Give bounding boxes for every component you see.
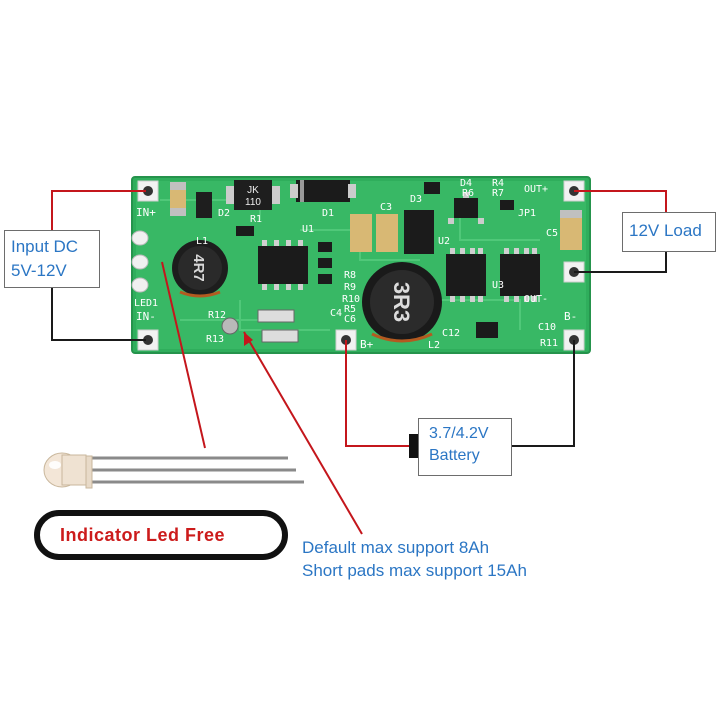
input-dc-label: Input DC 5V-12V: [4, 230, 100, 288]
input-dc-line2: 5V-12V: [11, 261, 67, 280]
capacity-note-line1: Default max support 8Ah: [302, 538, 490, 557]
wire-out-negative: [574, 250, 667, 273]
silk-c10: C10: [538, 322, 556, 333]
inductor-l1: 4R7: [172, 240, 228, 298]
silk-u2: U2: [438, 236, 450, 247]
wire-out-positive: [574, 190, 667, 212]
smd-parts: [170, 182, 582, 343]
capacity-note: Default max support 8Ah Short pads max s…: [302, 536, 527, 582]
silk-d3: D3: [410, 194, 422, 205]
silk-c5: C5: [546, 228, 558, 239]
led-pads: [131, 230, 149, 293]
pad-in-plus: [137, 180, 159, 202]
ic-u2: [446, 248, 486, 302]
silk-b-plus: B+: [360, 338, 374, 351]
silk-r11: R11: [540, 338, 558, 349]
silk-r12: R12: [208, 310, 226, 321]
silk-out-minus: OUT-: [524, 294, 548, 305]
silk-r8: R8: [344, 270, 356, 281]
inductor-small-marking: 4R7: [190, 254, 207, 282]
diode-d1: [290, 180, 356, 202]
silk-in-minus: IN-: [136, 310, 156, 323]
silk-r1: R1: [250, 214, 262, 225]
input-dc-line1: Input DC: [11, 237, 79, 256]
wires: [51, 190, 667, 535]
arrow-pads-head: [244, 332, 253, 346]
ic-u3: [500, 248, 540, 302]
load-label: 12V Load: [622, 212, 716, 252]
silk-out-plus: OUT+: [524, 184, 548, 195]
wire-battery-negative: [510, 340, 575, 447]
silk-jp1: JP1: [518, 208, 536, 219]
ic-u1: [258, 240, 308, 290]
pcb-board: 4R7 3R3 JK 110: [131, 176, 591, 354]
silk-u1: U1: [302, 224, 314, 235]
inductor-large-marking: 3R3: [389, 282, 414, 322]
silk-r9: R9: [344, 282, 356, 293]
silk-led1: LED1: [134, 298, 158, 309]
silk-l2: L2: [428, 340, 440, 351]
silk-r6: R6: [462, 188, 474, 199]
silk-u3: U3: [492, 280, 504, 291]
battery-label: 3.7/4.2V Battery: [418, 418, 512, 476]
capacity-note-line2: Short pads max support 15Ah: [302, 561, 527, 580]
silk-r13: R13: [206, 334, 224, 345]
wire-input-negative: [51, 287, 146, 341]
silkscreen: IN+ IN- LED1 L1 R1 D2 D1 U1 R12 R13 R8 R…: [134, 178, 577, 351]
battery-line2: Battery: [429, 447, 480, 464]
silk-c4: C4: [330, 308, 342, 319]
load-text: 12V Load: [629, 221, 702, 240]
silk-c12: C12: [442, 328, 460, 339]
wire-battery-positive: [345, 340, 409, 447]
wire-input-positive: [51, 190, 146, 230]
indicator-led-text: Indicator Led Free: [60, 525, 226, 545]
silk-c3: C3: [380, 202, 392, 213]
silk-l1: L1: [196, 236, 208, 247]
silk-d2: D2: [218, 208, 230, 219]
transistor-q1: [448, 192, 484, 224]
arrow-led-line: [161, 261, 206, 449]
inductor-l2: 3R3: [362, 262, 442, 343]
silk-d1: D1: [322, 208, 334, 219]
indicator-led: [43, 452, 304, 489]
silk-c6: C6: [344, 314, 356, 325]
silk-r5: R5: [344, 304, 356, 315]
silk-r4: R4: [492, 178, 504, 189]
silk-d4: D4: [460, 178, 472, 189]
battery-terminal-icon: [409, 434, 418, 458]
battery-line1: 3.7/4.2V: [429, 425, 489, 442]
diode-jk110: JK 110: [226, 180, 280, 210]
silk-r10: R10: [342, 294, 360, 305]
diode-top-line1: JK: [247, 185, 259, 196]
diode-top-line2: 110: [245, 197, 261, 208]
silk-b-minus: B-: [564, 310, 577, 323]
indicator-led-badge: Indicator Led Free: [34, 510, 288, 560]
silk-in-plus: IN+: [136, 206, 156, 219]
silk-r7: R7: [492, 188, 504, 199]
arrow-pads-line: [243, 331, 363, 535]
